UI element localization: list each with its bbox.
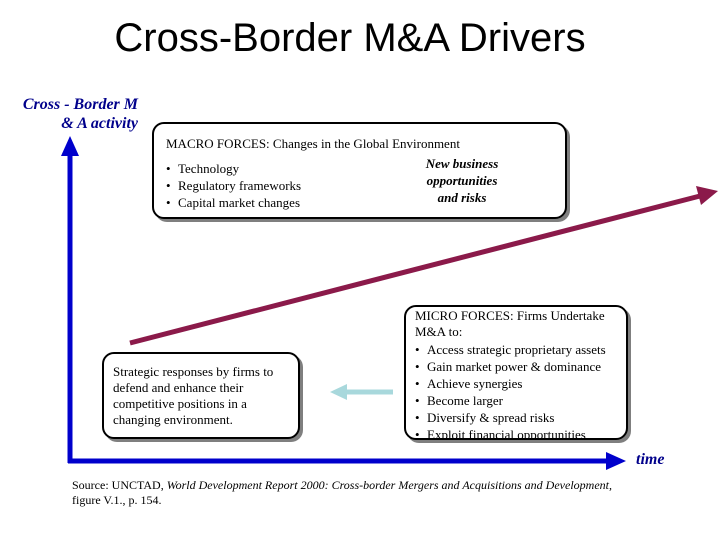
- strategic-response-text: Strategic responses by firms to defend a…: [113, 364, 274, 427]
- trend-arrowhead: [696, 186, 718, 205]
- macro-list: Technology Regulatory frameworks Capital…: [166, 160, 356, 211]
- source-prefix: Source: UNCTAD,: [72, 478, 167, 492]
- list-item: Become larger: [415, 392, 626, 409]
- source-publication: World Development Report 2000: Cross-bor…: [166, 478, 612, 492]
- x-axis-arrowhead: [606, 452, 626, 470]
- y-axis-label: Cross - Border M & A activity: [22, 96, 138, 132]
- x-axis-label: time: [636, 451, 665, 468]
- response-flow-arrowhead: [330, 384, 347, 400]
- page-title: Cross-Border M&A Drivers: [114, 16, 586, 60]
- micro-forces-box: MICRO FORCES: Firms Undertake M&A to: Ac…: [404, 305, 628, 440]
- macro-result-text: New business opportunities and risks: [425, 156, 499, 205]
- micro-heading: MICRO FORCES: Firms Undertake M&A to:: [415, 308, 605, 339]
- list-item: Exploit financial opportunities: [415, 426, 626, 438]
- list-item: Access strategic proprietary assets: [415, 341, 626, 358]
- macro-forces-box: MACRO FORCES: Changes in the Global Envi…: [152, 122, 567, 219]
- y-axis-arrowhead: [61, 136, 79, 156]
- list-item: Technology: [166, 160, 356, 177]
- list-item: Regulatory frameworks: [166, 177, 356, 194]
- list-item: Achieve synergies: [415, 375, 626, 392]
- trend-line: [129, 193, 701, 346]
- list-item: Diversify & spread risks: [415, 409, 626, 426]
- list-item: Gain market power & dominance: [415, 358, 626, 375]
- source-citation: Source: UNCTAD, World Development Report…: [72, 478, 632, 508]
- macro-heading: MACRO FORCES: Changes in the Global Envi…: [166, 136, 460, 151]
- micro-list: Access strategic proprietary assets Gain…: [415, 341, 626, 438]
- strategic-response-box: Strategic responses by firms to defend a…: [102, 352, 300, 439]
- list-item: Capital market changes: [166, 194, 356, 211]
- source-suffix: figure V.1., p. 154.: [72, 493, 162, 507]
